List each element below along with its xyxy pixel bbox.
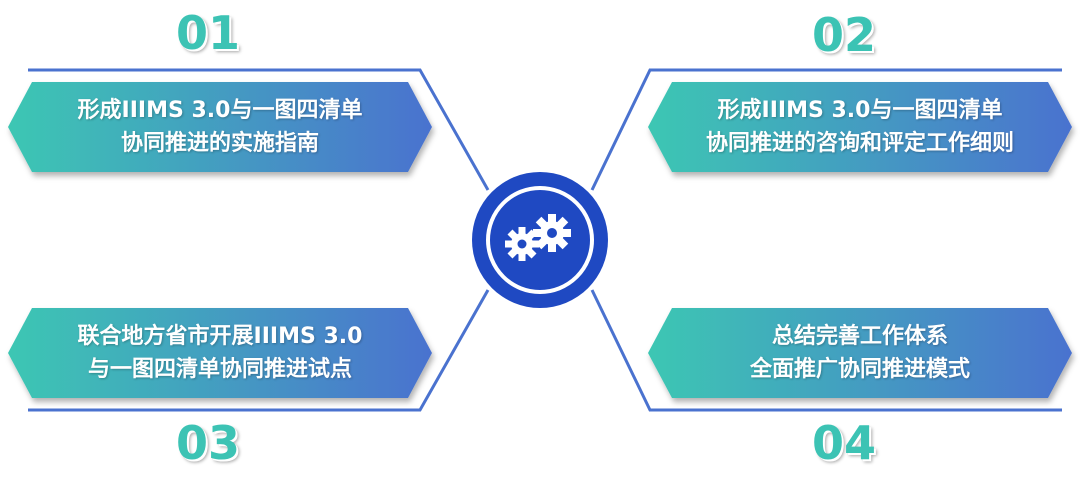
step-box-01 [8,82,432,172]
step-text-01: 形成IIIMS 3.0与一图四清单 协同推进的实施指南 [20,82,420,172]
connector-lines [28,68,1062,412]
step-text-04-line1: 总结完善工作体系 [771,324,948,349]
connector-line-01 [28,68,490,191]
step-box-02 [648,82,1072,172]
step-text-02-line2: 协同推进的咨询和评定工作细则 [705,131,1014,156]
step-number-01: 01 [175,6,240,60]
step-text-03-line2: 与一图四清单协同推进试点 [87,357,352,382]
step-text-01-line1: 形成IIIMS 3.0与一图四清单 [77,98,363,123]
step-number-03: 03 [175,416,240,470]
connector-line-04 [590,289,1062,412]
step-text-04: 总结完善工作体系 全面推广协同推进模式 [660,308,1060,398]
step-text-04-line2: 全面推广协同推进模式 [749,357,970,382]
connector-line-02 [590,68,1062,191]
step-text-02-line1: 形成IIIMS 3.0与一图四清单 [717,98,1003,123]
connector-line-03 [28,289,490,412]
step-number-04: 04 [811,416,876,470]
step-text-02: 形成IIIMS 3.0与一图四清单 协同推进的咨询和评定工作细则 [650,82,1070,172]
step-box-04 [648,308,1072,398]
step-box-03 [8,308,432,398]
center-hub [472,172,608,308]
step-text-01-line2: 协同推进的实施指南 [120,131,319,156]
step-number-02: 02 [811,8,876,62]
step-text-03-line1: 联合地方省市开展IIIMS 3.0 [77,324,363,349]
step-text-03: 联合地方省市开展IIIMS 3.0 与一图四清单协同推进试点 [20,308,420,398]
gears-icon [505,214,571,261]
